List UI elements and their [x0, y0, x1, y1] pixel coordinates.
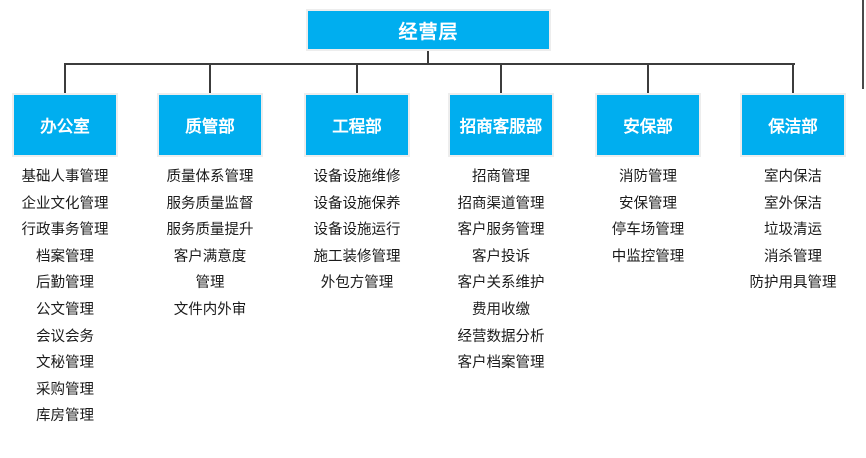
department-duty-item: 设备设施保养 — [313, 195, 401, 212]
root-node-label: 经营层 — [398, 21, 459, 43]
department-duty-item: 管理 — [195, 275, 225, 292]
department-duty-item: 经营数据分析 — [457, 328, 545, 345]
department-duty-item: 招商管理 — [472, 169, 530, 185]
branch-drop-line — [647, 63, 649, 93]
department-duty-item: 档案管理 — [36, 248, 94, 265]
department-node: 质管部 — [157, 93, 263, 157]
root-node: 经营层 — [306, 9, 551, 51]
department-duty-item: 客户投诉 — [472, 248, 530, 265]
trunk-line — [427, 51, 429, 65]
department-duty-list: 招商管理招商渠道管理客户服务管理客户投诉客户关系维护费用收缴经营数据分析客户档案… — [426, 164, 576, 377]
department-duty-item: 客户档案管理 — [457, 355, 545, 372]
department-duty-item: 文件内外审 — [173, 301, 247, 318]
department-node: 安保部 — [595, 93, 701, 157]
department-duty-item: 室内保洁 — [764, 169, 822, 185]
department-duty-list: 设备设施维修设备设施保养设备设施运行施工装修管理外包方管理 — [282, 164, 432, 297]
department-node-label: 招商客服部 — [459, 118, 543, 136]
branch-drop-line — [209, 63, 211, 93]
department-duty-item: 设备设施运行 — [313, 222, 401, 239]
department-duty-item: 消防管理 — [619, 169, 677, 185]
department-duty-item: 中监控管理 — [611, 248, 685, 265]
department-duty-list: 基础人事管理企业文化管理行政事务管理档案管理后勤管理公文管理会议会务文秘管理采购… — [0, 164, 140, 430]
department-duty-item: 后勤管理 — [36, 275, 94, 292]
department-duty-item: 客户关系维护 — [457, 275, 545, 292]
department-node-label: 工程部 — [332, 118, 382, 136]
department-duty-item: 服务质量提升 — [166, 222, 254, 239]
department-duty-item: 会议会务 — [36, 328, 94, 345]
department-duty-list: 室内保洁室外保洁垃圾清运消杀管理防护用具管理 — [718, 164, 866, 297]
department-node-label: 质管部 — [185, 118, 235, 136]
department-node: 办公室 — [12, 93, 118, 157]
branch-drop-line — [792, 63, 794, 93]
department-duty-item: 停车场管理 — [611, 222, 685, 239]
department-duty-item: 公文管理 — [36, 301, 94, 318]
department-node: 招商客服部 — [448, 93, 554, 157]
cropped-connector-line — [862, 0, 864, 89]
department-duty-item: 企业文化管理 — [21, 195, 109, 212]
horizontal-connector-line — [65, 63, 795, 65]
department-duty-item: 客户服务管理 — [457, 222, 545, 239]
department-duty-item: 质量体系管理 — [166, 169, 254, 185]
department-duty-item: 采购管理 — [36, 381, 94, 398]
department-duty-item: 费用收缴 — [472, 301, 530, 318]
department-duty-item: 设备设施维修 — [313, 169, 401, 185]
department-node: 工程部 — [304, 93, 410, 157]
department-duty-item: 施工装修管理 — [313, 248, 401, 265]
department-duty-item: 垃圾清运 — [764, 222, 822, 239]
department-duty-item: 客户满意度 — [173, 248, 247, 265]
department-duty-item: 文秘管理 — [36, 355, 94, 372]
department-duty-item: 防护用具管理 — [749, 275, 837, 292]
department-node-label: 保洁部 — [768, 118, 818, 136]
department-duty-item: 基础人事管理 — [21, 169, 109, 185]
department-duty-item: 库房管理 — [36, 408, 94, 425]
department-duty-item: 安保管理 — [619, 195, 677, 212]
branch-drop-line — [356, 63, 358, 93]
department-node-label: 安保部 — [623, 118, 673, 136]
department-node: 保洁部 — [740, 93, 846, 157]
department-duty-item: 行政事务管理 — [21, 222, 109, 239]
department-duty-list: 消防管理安保管理停车场管理中监控管理 — [573, 164, 723, 270]
branch-drop-line — [64, 63, 66, 93]
department-duty-item: 消杀管理 — [764, 248, 822, 265]
department-duty-item: 室外保洁 — [764, 195, 822, 212]
department-duty-item: 招商渠道管理 — [457, 195, 545, 212]
branch-drop-line — [500, 63, 502, 93]
department-duty-list: 质量体系管理服务质量监督服务质量提升客户满意度管理文件内外审 — [135, 164, 285, 324]
department-node-label: 办公室 — [40, 118, 90, 136]
department-duty-item: 服务质量监督 — [166, 195, 254, 212]
department-duty-item: 外包方管理 — [320, 275, 394, 292]
